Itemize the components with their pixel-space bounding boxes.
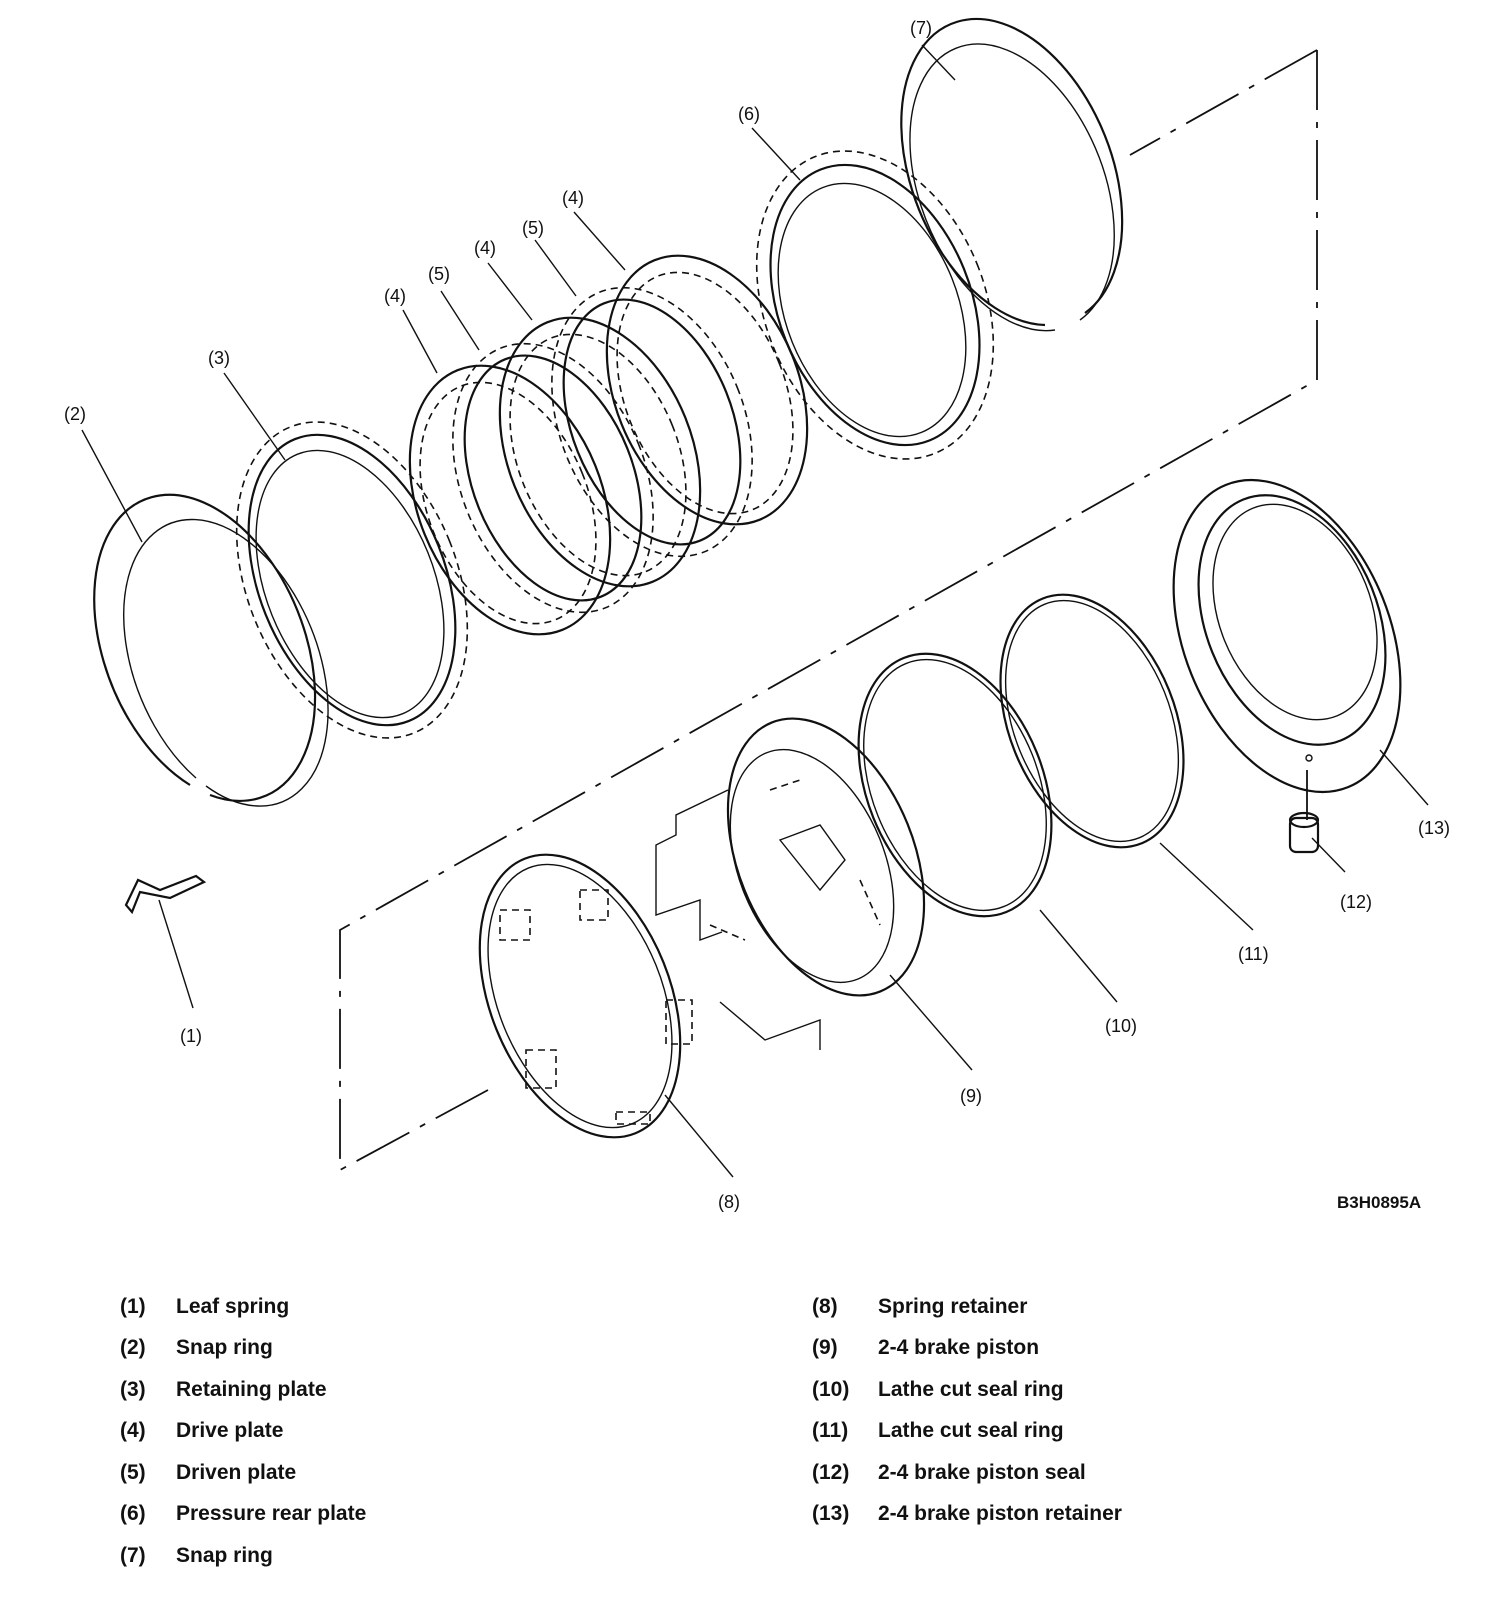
legend-number: (9) <box>812 1336 838 1360</box>
legend-label: Drive plate <box>176 1419 284 1443</box>
callout-4a: (4) <box>384 286 406 306</box>
legend-number: (4) <box>120 1419 146 1443</box>
callout-7: (7) <box>910 18 932 38</box>
legend-label: 2-4 brake piston seal <box>878 1460 1086 1484</box>
legend-item: (9) 2-4 brake piston <box>812 1328 1122 1370</box>
legend-label: Snap ring <box>176 1543 273 1567</box>
legend-item: (11) Lathe cut seal ring <box>812 1411 1122 1453</box>
legend-label: Snap ring <box>176 1336 273 1360</box>
legend-label: Retaining plate <box>176 1377 327 1401</box>
legend-label: Lathe cut seal ring <box>878 1377 1064 1401</box>
legend-item: (13) 2-4 brake piston retainer <box>812 1494 1122 1536</box>
assembly-axis-dashed-outline <box>339 49 1318 1172</box>
retaining-plate-3-part <box>235 421 469 739</box>
driven-plate-5b-part <box>551 286 753 558</box>
legend-item: (2) Snap ring <box>120 1328 366 1370</box>
callout-4b: (4) <box>474 238 496 258</box>
callout-9: (9) <box>960 1086 982 1106</box>
legend-left-column: (1) Leaf spring (2) Snap ring (3) Retaining… <box>120 1286 366 1577</box>
legend-number: (7) <box>120 1543 146 1567</box>
piston-retainer-13-part <box>1172 478 1402 820</box>
leaf-spring-1-part <box>124 874 207 915</box>
callout-3: (3) <box>208 348 230 368</box>
legend-item: (12) 2-4 brake piston seal <box>812 1452 1122 1494</box>
legend-label: Leaf spring <box>176 1294 290 1318</box>
snap-ring-7-part <box>900 17 1124 332</box>
legend-label: Lathe cut seal ring <box>878 1419 1064 1443</box>
legend-item: (6) Pressure rear plate <box>120 1494 366 1536</box>
legend-number: (11) <box>812 1419 849 1443</box>
exploded-parts-diagram: (1) (2) (3) (4) (4) (4) (5) (5) (6) (7) … <box>64 17 1450 1212</box>
callout-1: (1) <box>180 1026 202 1046</box>
driven-plate-5a-part <box>452 342 654 614</box>
legend-label: 2-4 brake piston <box>878 1336 1040 1360</box>
callout-4c: (4) <box>562 188 584 208</box>
seal-ring-10-part <box>857 652 1053 918</box>
legend-number: (13) <box>812 1502 850 1526</box>
callout-5a: (5) <box>428 264 450 284</box>
callout-6: (6) <box>738 104 760 124</box>
legend-item: (4) Drive plate <box>120 1411 366 1453</box>
legend-item: (10) Lathe cut seal ring <box>812 1369 1122 1411</box>
callout-12: (12) <box>1340 892 1372 912</box>
legend-label: Driven plate <box>176 1460 297 1484</box>
legend-number: (10) <box>812 1377 850 1401</box>
legend-item: (1) Leaf spring <box>120 1286 366 1328</box>
callout-labels: (1) (2) (3) (4) (4) (4) (5) (5) (6) (7) … <box>64 18 1450 1212</box>
legend-label: Spring retainer <box>878 1294 1028 1318</box>
leader-lines <box>81 44 1429 1178</box>
brake-piston-9-part <box>655 717 926 1050</box>
legend-number: (6) <box>120 1502 146 1526</box>
legend-right-column: (8) Spring retainer (9) 2-4 brake piston (… <box>812 1286 1122 1535</box>
legend-number: (3) <box>120 1377 146 1401</box>
legend-item: (7) Snap ring <box>120 1535 366 1577</box>
legend-label: Pressure rear plate <box>176 1502 367 1526</box>
drive-plate-4b-part <box>498 316 702 588</box>
legend-label: 2-4 brake piston retainer <box>878 1502 1122 1526</box>
callout-2: (2) <box>64 404 86 424</box>
spring-retainer-8-part <box>478 853 693 1139</box>
legend-item: (8) Spring retainer <box>812 1286 1122 1328</box>
callout-10: (10) <box>1105 1016 1137 1036</box>
seal-ring-11-part <box>999 593 1185 849</box>
legend-number: (12) <box>812 1460 850 1484</box>
legend-number: (5) <box>120 1460 146 1484</box>
callout-5b: (5) <box>522 218 544 238</box>
callout-13: (13) <box>1418 818 1450 838</box>
legend-number: (8) <box>812 1294 838 1318</box>
callout-11: (11) <box>1238 944 1269 964</box>
snap-ring-2-part <box>93 493 329 807</box>
figure-code: B3H0895A <box>1337 1193 1421 1212</box>
legend-item: (3) Retaining plate <box>120 1369 366 1411</box>
callout-8: (8) <box>718 1192 740 1212</box>
legend-item: (5) Driven plate <box>120 1452 366 1494</box>
drive-plate-4c-part <box>605 254 809 526</box>
legend-number: (1) <box>120 1294 146 1318</box>
piston-seal-12-part <box>1288 811 1320 854</box>
legend-number: (2) <box>120 1336 146 1360</box>
